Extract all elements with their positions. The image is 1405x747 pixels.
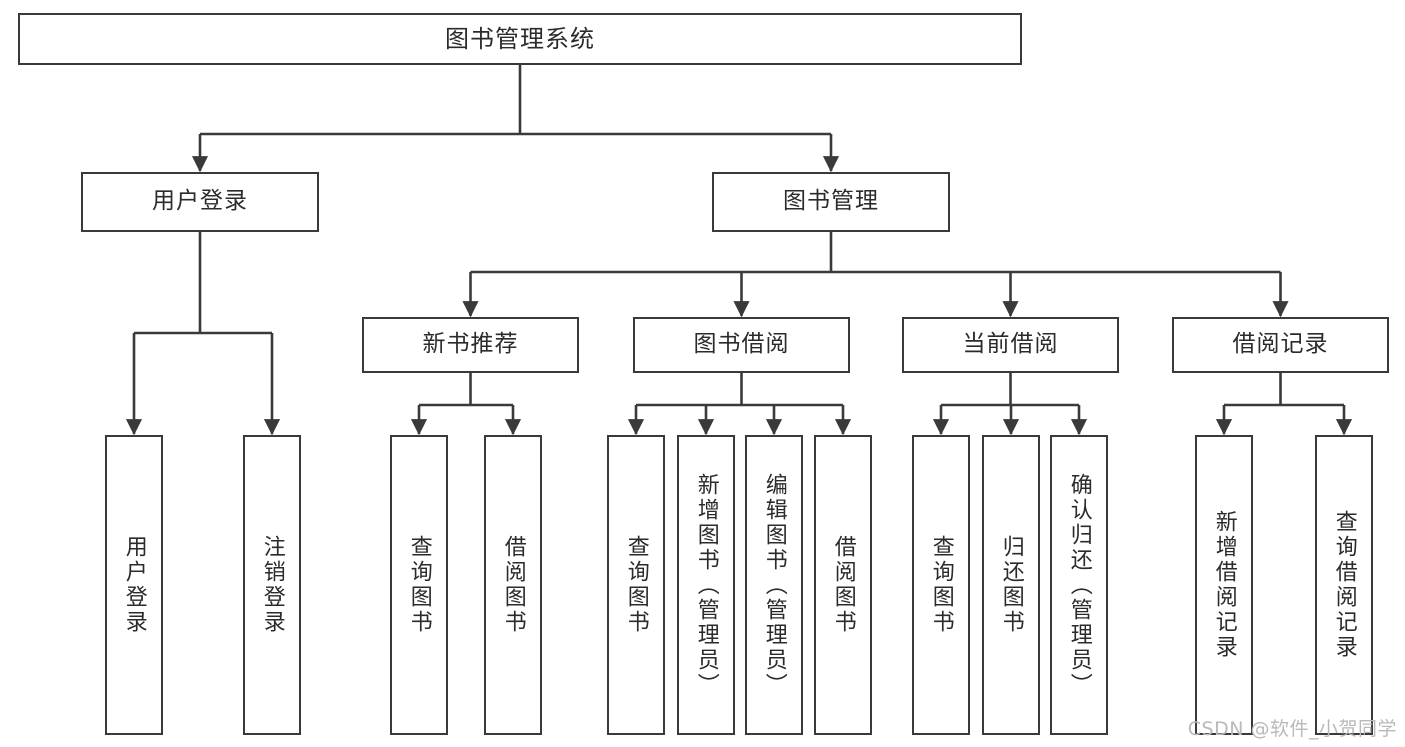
leaf-record-add-record-label: 新增借阅记录 [1211,510,1237,660]
leaf-bookborrow-query-book[interactable]: 查询图书 [607,435,665,735]
leaf-bookborrow-query-book-label: 查询图书 [623,535,649,635]
node-current-borrow[interactable]: 当前借阅 [902,317,1119,373]
leaf-bookborrow-add-book-label: 新增图书（管理员） [693,472,719,698]
node-book-manage-label: 图书管理 [783,188,879,215]
node-current-borrow-label: 当前借阅 [962,331,1059,358]
leaf-bookborrow-add-book[interactable]: 新增图书（管理员） [677,435,735,735]
leaf-currentborrow-query-book[interactable]: 查询图书 [912,435,970,735]
leaf-bookborrow-borrow-book[interactable]: 借阅图书 [814,435,872,735]
leaf-record-query-record-label: 查询借阅记录 [1331,510,1357,660]
leaf-user-login[interactable]: 用户登录 [105,435,163,735]
leaf-newbook-borrow-book[interactable]: 借阅图书 [484,435,542,735]
watermark: CSDN @软件_小贺同学 [1187,718,1397,740]
node-root-label: 图书管理系统 [445,24,595,53]
node-new-book-recommend-label: 新书推荐 [422,331,519,358]
leaf-record-add-record[interactable]: 新增借阅记录 [1195,435,1253,735]
leaf-newbook-query-book[interactable]: 查询图书 [390,435,448,735]
leaf-currentborrow-confirm-return[interactable]: 确认归还（管理员） [1050,435,1108,735]
node-user-login[interactable]: 用户登录 [81,172,319,232]
leaf-bookborrow-edit-book-label: 编辑图书（管理员） [761,472,787,698]
leaf-currentborrow-return-book[interactable]: 归还图书 [982,435,1040,735]
node-book-borrow[interactable]: 图书借阅 [633,317,850,373]
leaf-bookborrow-edit-book[interactable]: 编辑图书（管理员） [745,435,803,735]
node-book-borrow-label: 图书借阅 [693,331,790,358]
node-root[interactable]: 图书管理系统 [18,13,1022,65]
leaf-currentborrow-return-book-label: 归还图书 [998,535,1024,635]
leaf-logout[interactable]: 注销登录 [243,435,301,735]
leaf-bookborrow-borrow-book-label: 借阅图书 [830,535,856,635]
node-user-login-label: 用户登录 [152,188,248,215]
leaf-newbook-query-book-label: 查询图书 [406,535,432,635]
leaf-currentborrow-query-book-label: 查询图书 [928,535,954,635]
node-new-book-recommend[interactable]: 新书推荐 [362,317,579,373]
edge-paths [125,65,1353,436]
leaf-record-query-record[interactable]: 查询借阅记录 [1315,435,1373,735]
node-book-manage[interactable]: 图书管理 [712,172,950,232]
leaf-logout-label: 注销登录 [259,535,285,635]
leaf-newbook-borrow-book-label: 借阅图书 [500,535,526,635]
node-borrow-record-label: 借阅记录 [1232,331,1329,358]
node-borrow-record[interactable]: 借阅记录 [1172,317,1389,373]
leaf-currentborrow-confirm-return-label: 确认归还（管理员） [1066,472,1092,698]
leaf-user-login-label: 用户登录 [121,535,147,635]
